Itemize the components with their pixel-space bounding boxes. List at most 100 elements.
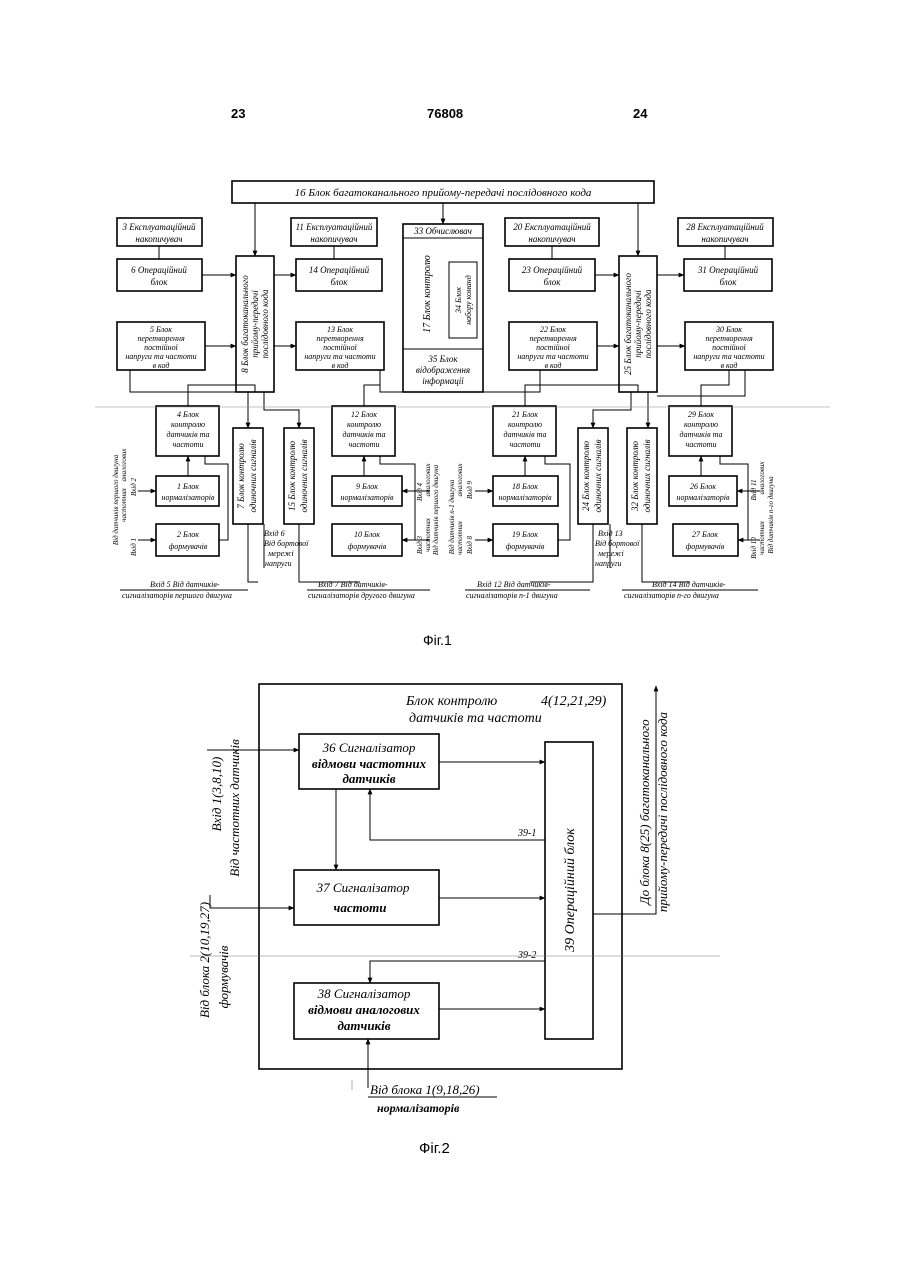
block-4-label: контролю <box>171 420 205 429</box>
block-25-label: послідовного кода <box>643 289 653 358</box>
input-label: сигналізаторів першого двигуна <box>122 591 232 600</box>
figure-2-caption: Фіг.2 <box>419 1140 450 1157</box>
input-label: аналогових <box>424 463 432 497</box>
block-8-label: прийому-передачі <box>250 290 260 358</box>
block-12-label: частоти <box>349 440 380 449</box>
block-2-label: 2 Блок <box>177 530 199 539</box>
block-37-label: частоти <box>334 900 387 915</box>
block-27-label: 27 Блок <box>692 530 718 539</box>
block-17-label: 17 Блок контролю <box>422 255 433 333</box>
block-32-label: 32 Блок контролю <box>630 440 640 512</box>
block-13-label: в код <box>332 361 349 370</box>
block-18-label: нормалізаторів <box>499 493 553 502</box>
block-6-label: 6 Операційний <box>131 265 187 275</box>
block-31-label: блок <box>719 277 737 287</box>
block-5-label: 5 Блок <box>150 325 172 334</box>
block-1-label: нормалізаторів <box>162 493 216 502</box>
input-label: аналогових <box>456 463 464 497</box>
block-22-label: напруги та частоти <box>517 352 588 361</box>
block-33-computer: 33 Обчислювач 17 Блок контролю 34 Блок н… <box>403 224 483 392</box>
block-13-label: 13 Блок <box>327 325 353 334</box>
block-26-label: нормалізаторів <box>677 493 731 502</box>
input-label: Від бортової <box>595 539 640 548</box>
block-4-label: датчиків та <box>167 430 210 439</box>
block-21-label: 21 Блок <box>512 410 538 419</box>
input-label: мережі <box>267 549 294 558</box>
block-33-label: 33 Обчислювач <box>413 226 472 236</box>
block-21-label: частоти <box>510 440 541 449</box>
input-mid-label: формувачів <box>216 945 231 1008</box>
block-21-label: контролю <box>508 420 542 429</box>
input-bottom-label: Від блока 1(9,18,26) <box>370 1082 480 1097</box>
block-3-label: накопичувач <box>135 234 182 244</box>
block-38-label: 38 Сигналізатор <box>317 986 411 1001</box>
block-19-label: 19 Блок <box>512 530 538 539</box>
input-label: Від датчиків n-1 двигуна <box>448 479 456 554</box>
input-label: Вхід 3 <box>416 535 424 554</box>
input-label: сигналізаторів другого двигуна <box>308 591 415 600</box>
block-11-label: 11 Експлуатаційний <box>296 222 373 232</box>
block-30-label: напруги та частоти <box>693 352 764 361</box>
block-10-label: 10 Блок <box>354 530 380 539</box>
block-32-label: одиночних сигналів <box>642 439 652 512</box>
input-mid-label: Від блока 2(10,19,27) <box>197 902 212 1018</box>
block-2-label: формувачів <box>169 542 208 551</box>
block-8-label: 8 Блок багатоканального <box>240 275 250 373</box>
block-9-label: нормалізаторів <box>341 493 395 502</box>
block-23-label: 23 Операційний <box>522 265 583 275</box>
input-label: напруги <box>265 559 292 568</box>
block-25-label: 25 Блок багатоканального <box>623 272 633 375</box>
input-label: частотних <box>758 520 766 555</box>
block-12-label: контролю <box>347 420 381 429</box>
block-10 <box>332 524 402 556</box>
block-14-label: 14 Операційний <box>309 265 370 275</box>
block-27 <box>673 524 738 556</box>
wire-39-2: 39-2 <box>517 950 536 961</box>
figure-1: 16 Блок багатоканального прийому-передач… <box>95 181 830 600</box>
block-23-label: блок <box>543 277 561 287</box>
input-label: аналогових <box>758 461 766 495</box>
block-36-label: відмови частотних <box>312 756 427 771</box>
block-20-label: 20 Експлуатаційний <box>513 222 591 232</box>
input-label: Вхід 2 <box>130 477 138 496</box>
input-label: Вхід 6 <box>264 529 285 538</box>
block-35-label: інформації <box>422 376 464 386</box>
block-30-label: перетворення <box>705 334 753 343</box>
input-label: Вхід 9 <box>466 480 474 499</box>
block-9-label: 9 Блок <box>356 482 378 491</box>
block-38-label: датчиків <box>337 1018 390 1033</box>
block-35-label: 35 Блок <box>427 354 458 364</box>
input-label: Від датчиків першого двигуна <box>112 454 120 545</box>
input-label: Вхід 13 <box>598 529 623 538</box>
block-2 <box>156 524 219 556</box>
block-25-label: прийому-передачі <box>633 290 643 358</box>
block-5-label: напруги та частоти <box>125 352 196 361</box>
input-label: аналогових <box>120 448 128 482</box>
input-label: Від бортової <box>264 539 309 548</box>
shaper-blocks: 2 Блок формувачів 10 Блок формувачів 19 … <box>156 524 738 556</box>
output-right-label: До блока 8(25) багатоканального <box>637 719 652 907</box>
figure-1-caption: Фіг.1 <box>423 632 452 648</box>
block-30-label: 30 Блок <box>715 325 742 334</box>
signal-control-blocks: 7 Блок контролю одиночних сигналів 15 Бл… <box>233 428 657 524</box>
block-6-label: блок <box>150 277 168 287</box>
block-24-label: одиночних сигналів <box>593 439 603 512</box>
block-5-label: перетворення <box>137 334 185 343</box>
block-13-label: перетворення <box>316 334 364 343</box>
block-29-label: 29 Блок <box>688 410 714 419</box>
block-37 <box>294 870 439 925</box>
block-38-label: відмови аналогових <box>308 1002 420 1017</box>
input-top-label: Від частотних датчиків <box>227 739 242 877</box>
block-18-label: 18 Блок <box>512 482 538 491</box>
block-15-label: 15 Блок контролю <box>287 440 297 511</box>
input-label: Вхід 4 <box>416 482 424 501</box>
block-22-label: 22 Блок <box>540 325 566 334</box>
block-27-label: формувачів <box>686 542 725 551</box>
block-36-label: датчиків <box>342 771 395 786</box>
block-34-label: 34 Блок <box>454 287 463 314</box>
input-label: мережі <box>597 549 624 558</box>
block-28-label: 28 Експлуатаційний <box>686 222 764 232</box>
block-35-label: відображення <box>416 365 470 375</box>
block-12-label: 12 Блок <box>351 410 377 419</box>
block-14-label: блок <box>330 277 348 287</box>
